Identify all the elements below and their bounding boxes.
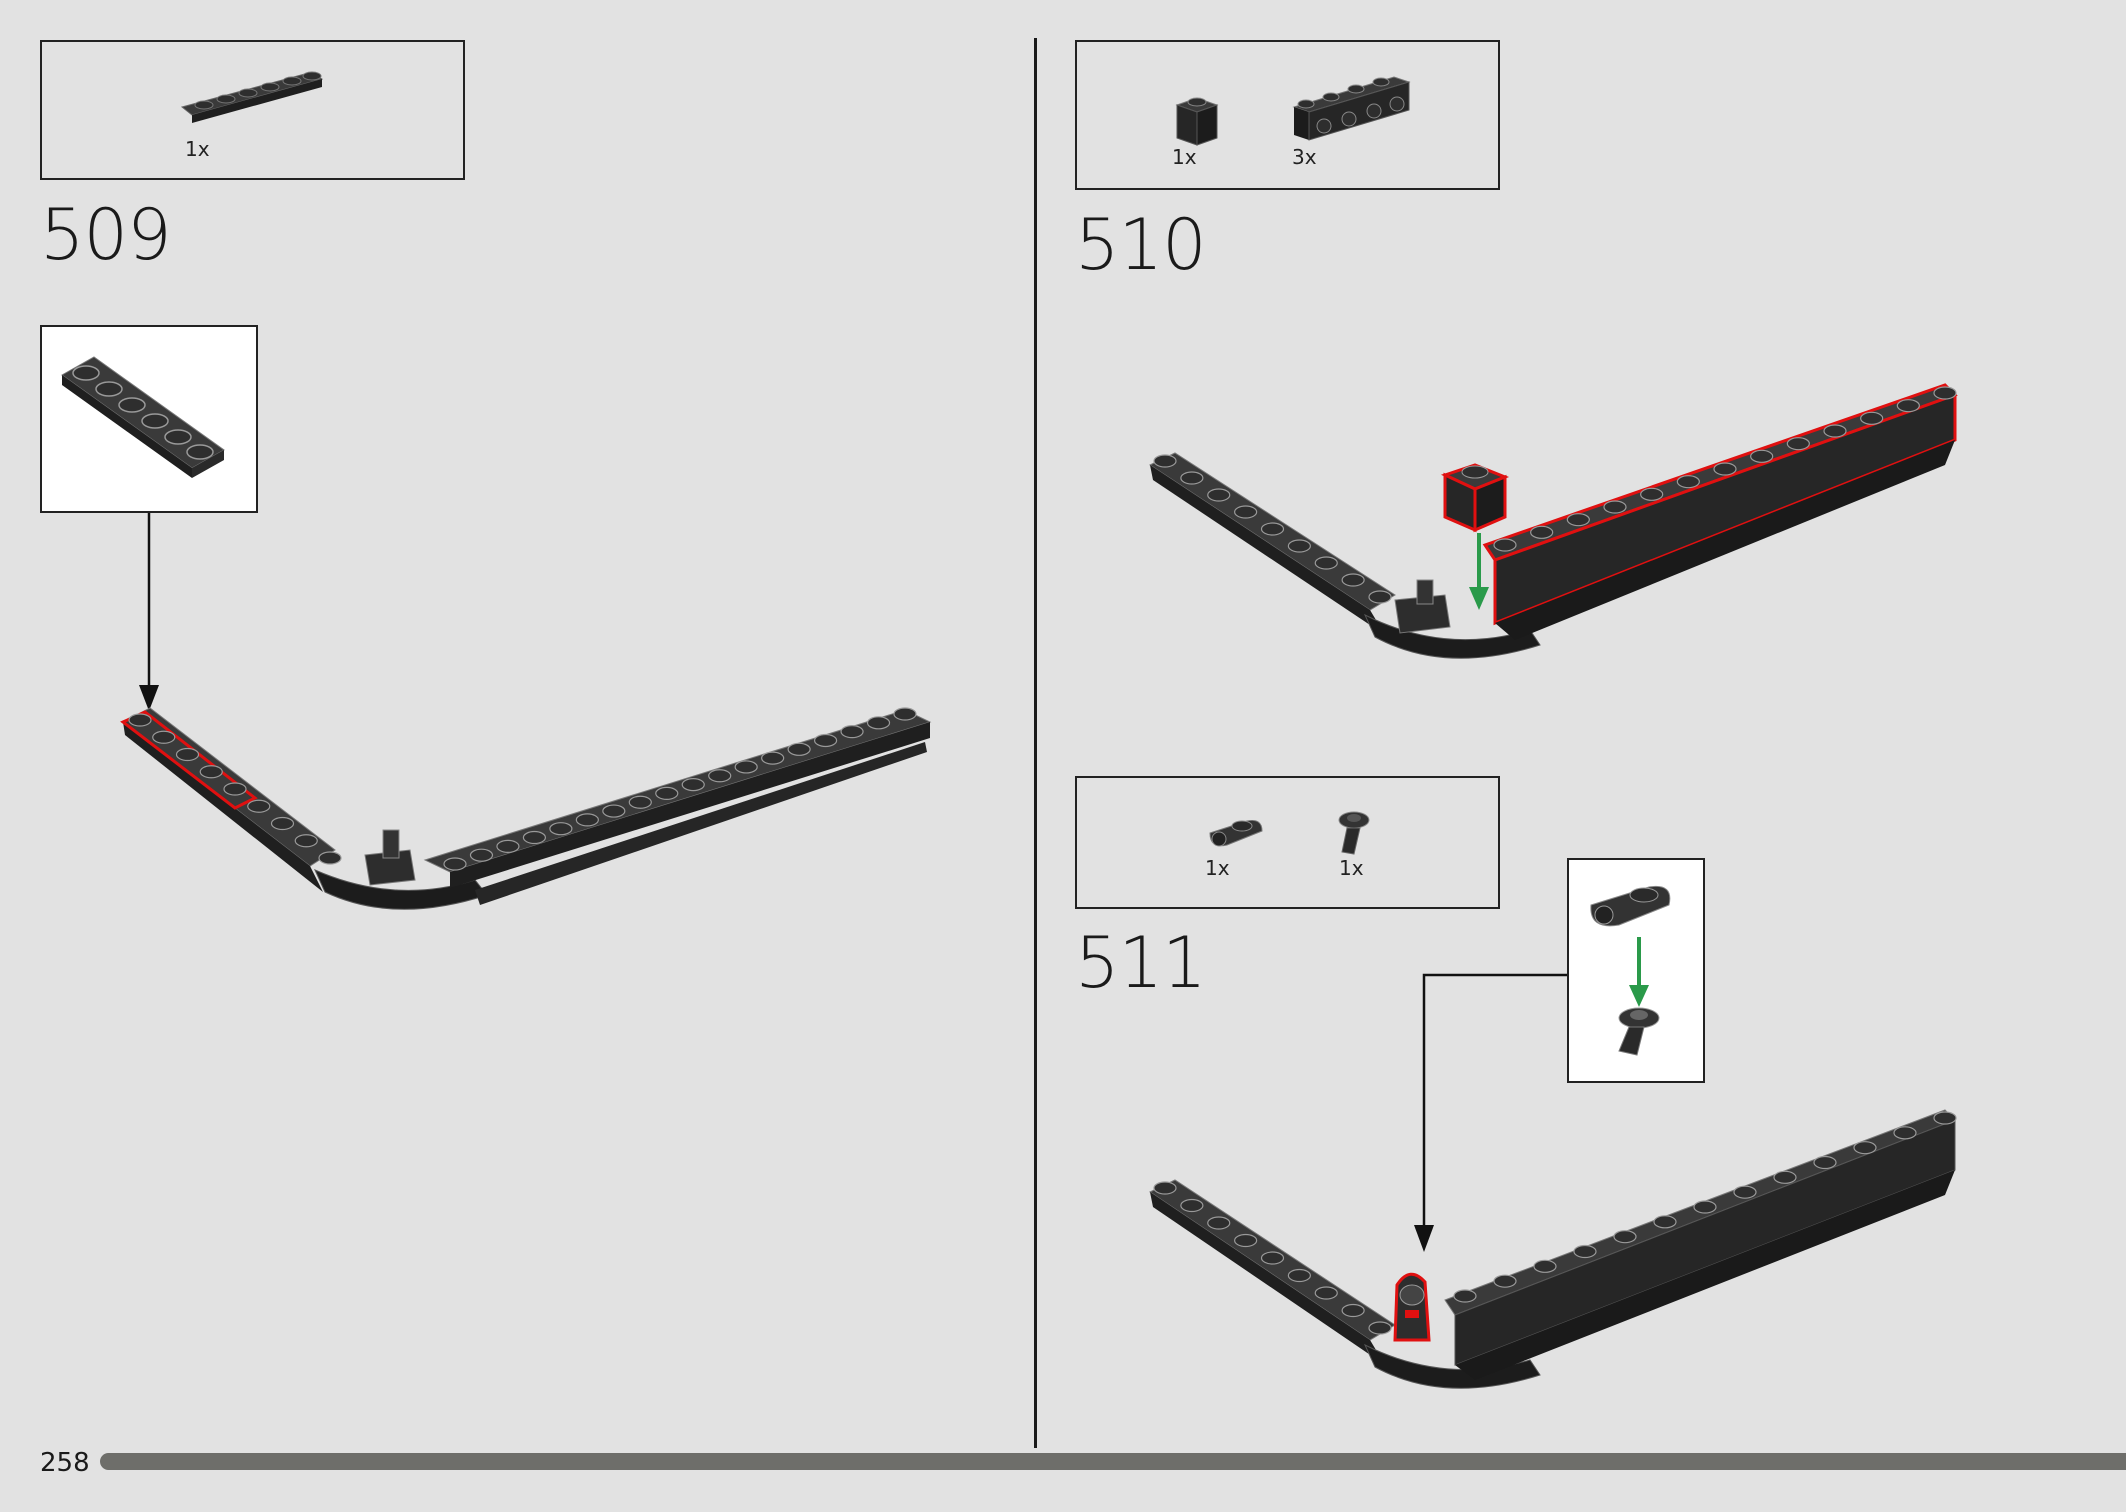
stud: [1566, 513, 1590, 527]
stud: [1260, 1251, 1285, 1265]
stud: [1314, 556, 1338, 570]
stud: [1813, 1155, 1837, 1170]
stud: [1893, 1126, 1917, 1140]
step-number: 509: [40, 194, 172, 276]
stud: [1493, 1274, 1517, 1288]
stud: [128, 713, 152, 727]
stud: [1314, 1286, 1338, 1300]
stud: [1207, 1216, 1231, 1230]
stud: [1640, 487, 1664, 501]
stud: [199, 765, 223, 779]
stud: [294, 834, 318, 848]
stud: [1234, 1233, 1258, 1248]
stud: [1613, 1230, 1637, 1244]
stud: [443, 857, 467, 871]
stud: [1453, 1289, 1477, 1303]
part-qty: 1x: [1172, 145, 1197, 169]
stud: [1287, 539, 1311, 553]
stud: [1153, 1181, 1177, 1195]
stud: [469, 848, 494, 862]
model-assembly-509: [120, 707, 932, 910]
stud: [1693, 1200, 1717, 1214]
stud: [1573, 1244, 1597, 1259]
stud: [708, 769, 732, 783]
stud: [223, 782, 247, 796]
stud: [1733, 1185, 1757, 1199]
stud: [318, 851, 342, 865]
stud: [549, 822, 573, 836]
stud: [866, 716, 891, 730]
stud: [1341, 573, 1365, 587]
stud: [1153, 454, 1177, 468]
part-brick-1x1-icon: [1175, 97, 1219, 146]
parts-list-511: 1x 1x: [1075, 776, 1500, 909]
stud: [1260, 522, 1285, 536]
assembly-arrow: [139, 513, 159, 711]
clip-and-bar-detail-icon: [1590, 885, 1671, 1056]
stud: [1530, 525, 1554, 539]
stud: [1287, 1268, 1311, 1283]
assembly-arrow: [1414, 973, 1567, 1252]
part-plate-1x6-icon: [180, 71, 324, 123]
stud: [1180, 471, 1204, 485]
stud: [1676, 475, 1700, 489]
stud: [1773, 1170, 1797, 1184]
stud: [1207, 488, 1231, 502]
stud: [1786, 437, 1810, 451]
stud: [1933, 386, 1957, 400]
stud: [893, 707, 917, 721]
part-qty: 1x: [185, 137, 210, 161]
stud: [152, 730, 176, 744]
stud: [787, 742, 811, 756]
stud: [1234, 505, 1258, 519]
part-plate-with-clip-icon: [1209, 820, 1263, 847]
stud: [175, 747, 200, 762]
plate-1x6-detail-icon: [61, 356, 225, 478]
part-qty: 3x: [1292, 145, 1317, 169]
part-round-plate-with-bar-icon: [1338, 811, 1370, 855]
part-qty: 1x: [1339, 856, 1364, 880]
stud: [1896, 399, 1920, 413]
stud: [1823, 424, 1847, 438]
parts-list-510: 1x 3x: [1075, 40, 1500, 190]
stud: [496, 839, 520, 853]
stud: [247, 799, 271, 813]
stud: [628, 795, 652, 809]
stud: [522, 830, 547, 845]
stud: [813, 733, 838, 748]
stud: [1750, 449, 1774, 463]
stud: [575, 813, 599, 827]
stud: [840, 725, 864, 739]
stud: [1493, 538, 1517, 552]
stud: [1533, 1259, 1557, 1273]
step-number: 510: [1075, 204, 1207, 286]
part-brick-1x4-side-studs-icon: [1292, 76, 1411, 141]
stud: [1860, 411, 1884, 425]
sub-assembly-callout: [40, 325, 258, 513]
stud: [1341, 1303, 1365, 1318]
stud: [1603, 500, 1627, 514]
parts-list-509: 1x: [40, 40, 465, 180]
stud: [1180, 1198, 1204, 1213]
model-assembly-510: [1148, 383, 1958, 659]
stud: [270, 816, 295, 831]
model-assembly-511: [1148, 1109, 1957, 1389]
sub-assembly-callout: [1567, 858, 1705, 1083]
stud: [602, 804, 626, 818]
part-qty: 1x: [1205, 856, 1230, 880]
column-divider: [1034, 38, 1037, 1448]
stud: [1368, 1321, 1392, 1335]
stud: [1933, 1111, 1957, 1125]
stud: [681, 777, 705, 792]
progress-bar: [100, 1453, 2126, 1470]
stud: [1653, 1215, 1677, 1229]
stud: [734, 760, 758, 774]
stud: [1853, 1141, 1877, 1155]
stud: [1713, 462, 1737, 476]
stud: [761, 751, 785, 765]
page-number: 258: [40, 1448, 90, 1478]
step-number: 511: [1075, 922, 1207, 1004]
stud: [1368, 590, 1392, 604]
stud: [655, 786, 679, 801]
